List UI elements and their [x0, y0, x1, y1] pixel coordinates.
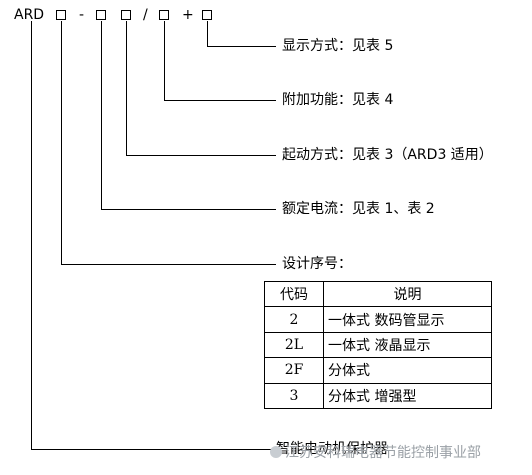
table-row: 2L 一体式 液晶显示	[264, 331, 492, 359]
watermark: 江苏安科瑞电器节能控制事业部	[270, 442, 481, 462]
table-row: 3 分体式 增强型	[264, 382, 492, 410]
dash-separator: -	[79, 7, 85, 23]
code-box-start-mode	[121, 10, 131, 20]
product-name-label: 智能电动机保护器	[276, 441, 388, 457]
leader-line-display-mode	[207, 21, 276, 47]
code-box-extra-function	[159, 10, 169, 20]
leader-line-product-name	[31, 21, 276, 450]
model-prefix: ARD	[14, 7, 45, 23]
table-row: 2F 分体式	[264, 357, 492, 384]
header-desc: 说明	[323, 280, 492, 308]
row-desc: 分体式 增强型	[323, 382, 492, 410]
row-desc: 一体式 液晶显示	[323, 331, 492, 359]
callout-start-mode: 起动方式：见表 3（ARD3 适用）	[282, 147, 493, 163]
callout-design-seq: 设计序号：	[282, 256, 352, 272]
table-row: 2 一体式 数码管显示	[264, 306, 492, 333]
code-box-rated-current	[96, 10, 106, 20]
leader-line-design-seq	[61, 21, 276, 265]
slash-separator: /	[143, 7, 148, 23]
row-code: 2	[264, 306, 324, 333]
leader-line-rated-current	[101, 21, 276, 210]
code-box-display-mode	[202, 10, 212, 20]
row-desc: 分体式	[323, 357, 492, 384]
row-code: 2F	[264, 357, 324, 384]
callout-rated-current: 额定电流：见表 1、表 2	[282, 201, 435, 217]
row-code: 3	[264, 382, 324, 410]
code-box-design-seq	[56, 10, 66, 20]
header-code: 代码	[264, 280, 324, 308]
plus-separator: +	[182, 7, 194, 23]
design-seq-table: 代码 说明 2 一体式 数码管显示 2L 一体式 液晶显示 2F 分体式 3 分…	[264, 280, 492, 410]
row-desc: 一体式 数码管显示	[323, 306, 492, 333]
callout-extra-function: 附加功能：见表 4	[282, 92, 394, 108]
row-code: 2L	[264, 331, 324, 359]
watermark-logo-icon	[270, 446, 282, 458]
table-header-row: 代码 说明	[264, 280, 492, 308]
watermark-text: 江苏安科瑞电器节能控制事业部	[285, 445, 481, 461]
callout-display-mode: 显示方式：见表 5	[282, 38, 394, 54]
leader-line-extra-function	[164, 21, 276, 101]
leader-line-start-mode	[126, 21, 276, 156]
